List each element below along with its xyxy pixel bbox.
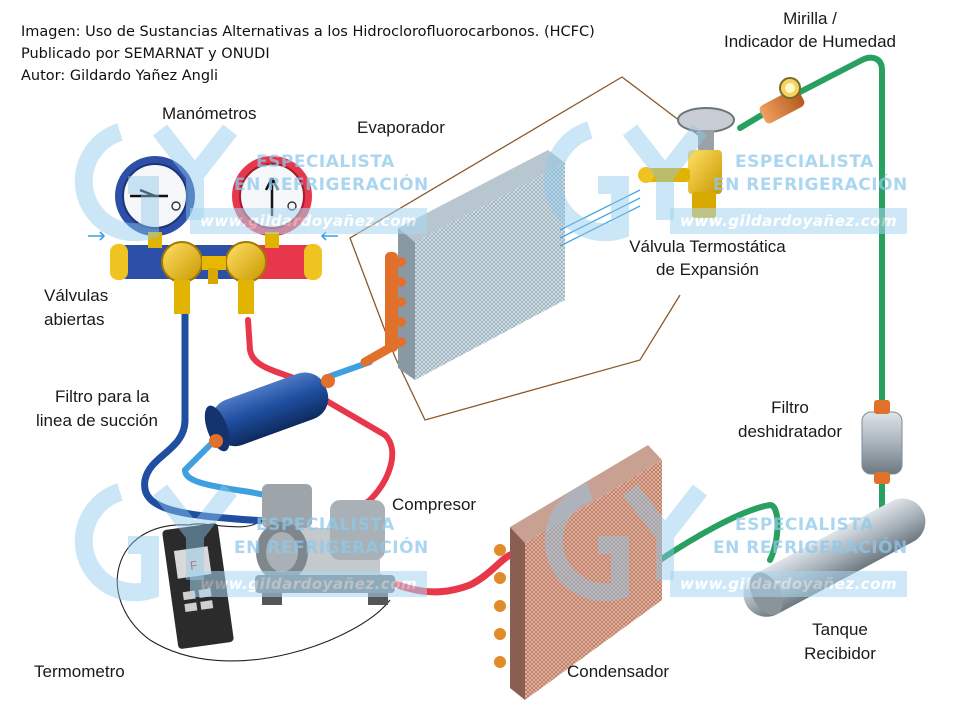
watermark-line1: ESPECIALISTA <box>256 152 395 172</box>
label-mirilla-2: Indicador de Humedad <box>723 32 896 51</box>
label-filtro-succion-1: Filtro para la <box>55 387 150 406</box>
label-filtro-desh-1: Filtro <box>771 398 809 417</box>
watermark-logo-4 <box>544 483 708 602</box>
watermark-line2: EN REFRIGERACIÓN <box>713 175 908 195</box>
watermark-logo-2 <box>543 121 708 242</box>
label-manometros: Manómetros <box>162 104 257 123</box>
label-mirilla-1: Mirilla / <box>783 9 837 28</box>
label-compresor: Compresor <box>392 495 477 514</box>
watermark-line1: ESPECIALISTA <box>735 152 874 172</box>
watermark-line2: EN REFRIGERACIÓN <box>713 538 908 558</box>
watermark-line2: EN REFRIGERACIÓN <box>234 538 429 558</box>
label-valvulas-1: Válvulas <box>44 286 109 305</box>
evaporator-coil <box>360 150 641 380</box>
label-tanque-1: Tanque <box>812 620 868 639</box>
label-filtro-succion-2: linea de succión <box>36 411 158 430</box>
label-valvula-termo-2: de Expansión <box>655 260 760 279</box>
label-condensador: Condensador <box>567 662 670 681</box>
watermark-url: www.gildardoyañez.com <box>190 571 428 597</box>
suction-filter <box>204 372 335 452</box>
watermark-line2: EN REFRIGERACIÓN <box>234 175 429 195</box>
sensor-wires <box>349 76 706 421</box>
credit-line-3: Autor: Gildardo Yañez Angli <box>21 68 219 84</box>
watermark-line1: ESPECIALISTA <box>256 515 395 535</box>
label-termometro: Termometro <box>34 662 125 681</box>
label-tanque-2: Recibidor <box>804 644 876 663</box>
label-filtro-desh-2: deshidratador <box>738 422 842 441</box>
label-valvula-termo-1: Válvula Termostática <box>629 237 786 256</box>
watermark-url: www.gildardoyañez.com <box>190 208 428 234</box>
filter-drier <box>861 400 903 484</box>
sight-glass <box>759 77 805 124</box>
credit-line-2: Publicado por SEMARNAT y ONUDI <box>21 46 270 62</box>
watermark-url: www.gildardoyañez.com <box>670 571 908 597</box>
condenser-coil <box>494 445 662 700</box>
thermometer-display-text: F <box>189 558 198 573</box>
label-evaporador: Evaporador <box>357 118 445 137</box>
watermark-line1: ESPECIALISTA <box>735 515 874 535</box>
label-valvulas-2: abiertas <box>44 310 105 329</box>
credit-line-1: Imagen: Uso de Sustancias Alternativas a… <box>21 24 595 40</box>
watermark-url: www.gildardoyañez.com <box>670 208 908 234</box>
